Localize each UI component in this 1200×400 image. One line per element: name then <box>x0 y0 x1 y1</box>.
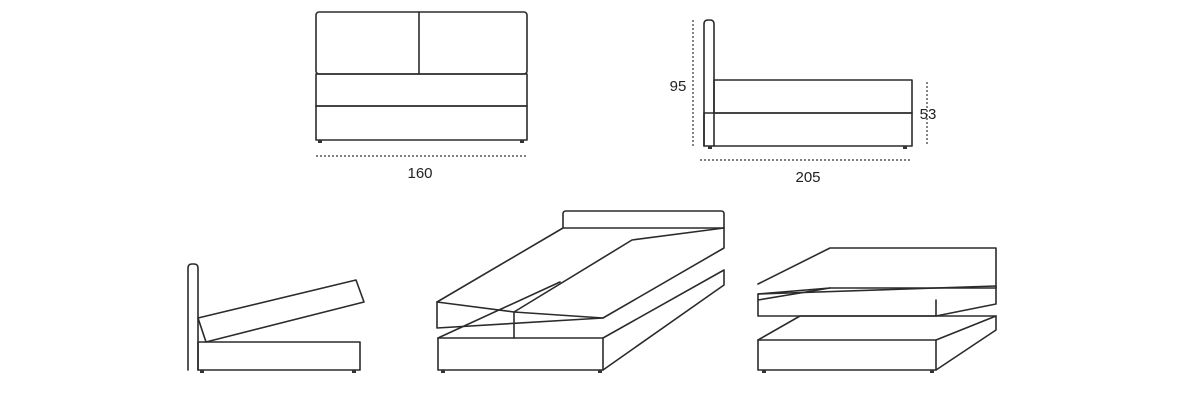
base-side <box>703 112 913 147</box>
foot-right <box>903 146 907 149</box>
headboard-cushion <box>315 11 528 75</box>
base-side-edge <box>935 315 997 341</box>
foot-right <box>930 370 934 373</box>
foot-right <box>598 370 602 373</box>
side-view-lifted-storage <box>187 263 365 373</box>
mattress-top-edge <box>757 287 831 295</box>
mattress-top-edge <box>436 301 604 319</box>
perspective-lifted-mattress-platform <box>436 210 725 373</box>
foot-left <box>762 370 766 373</box>
perspective-corner-lifted <box>757 247 997 373</box>
headboard <box>562 210 725 229</box>
headboard-height-label: 95 <box>670 78 687 95</box>
headboard <box>757 247 997 301</box>
base-front <box>315 105 528 141</box>
bed-height-label: 53 <box>920 106 937 123</box>
hinge-edge <box>197 317 207 343</box>
mattress-side <box>713 79 913 114</box>
lifted-mattress <box>436 227 725 329</box>
storage-base <box>757 315 997 371</box>
storage-base <box>197 341 361 371</box>
lifted-mattress <box>197 279 365 343</box>
foot-left <box>318 140 322 143</box>
headboard-side <box>703 19 715 147</box>
lifted-mattress <box>757 285 997 317</box>
foot-left <box>441 370 445 373</box>
foot-right <box>520 140 524 143</box>
mattress-fold-line <box>513 227 725 313</box>
headboard-side <box>187 263 199 371</box>
front-view: 160 <box>315 11 528 182</box>
foot-right <box>352 370 356 373</box>
foot-left <box>200 370 204 373</box>
width-dimension-label: 160 <box>407 165 432 182</box>
side-view: 95 53 205 <box>670 19 937 186</box>
foot-left <box>708 146 712 149</box>
mattress-front <box>315 73 528 107</box>
length-dimension-label: 205 <box>795 169 820 186</box>
